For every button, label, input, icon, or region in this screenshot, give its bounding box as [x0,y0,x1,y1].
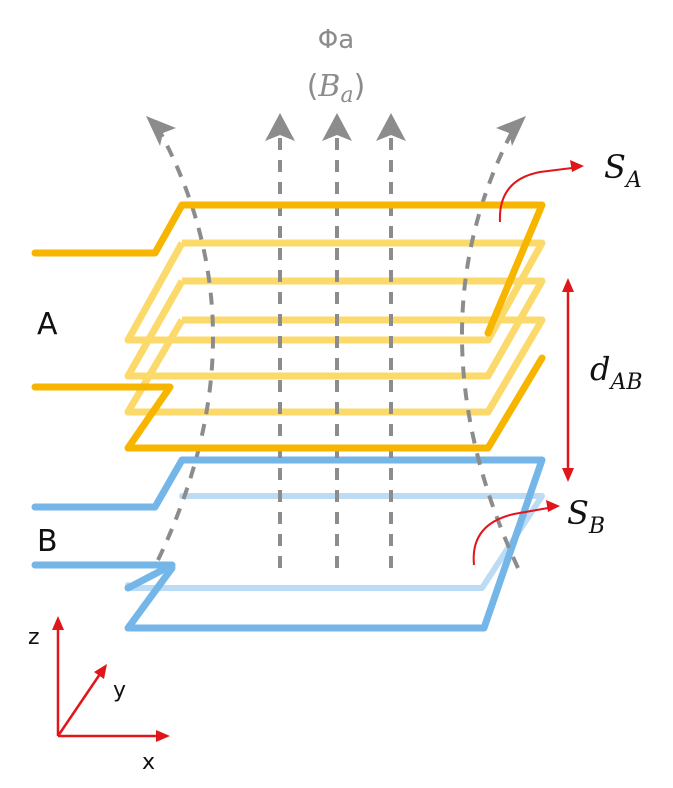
distance-indicator: dAB [562,278,643,482]
flux-arrowhead-1 [265,113,295,141]
x-axis-arrowhead [156,730,170,742]
flux-label: Φa [318,25,354,55]
surface-b-arrow [472,507,549,566]
coordinate-axes [52,616,170,742]
z-axis-label: z [28,625,40,650]
flux-arrowhead-3 [376,113,406,141]
distance-arrowhead-bottom [562,468,574,482]
surface-a-arrow [498,167,573,223]
y-axis-arrowhead [94,664,107,679]
coil-b [31,456,546,632]
flux-arrowhead-4 [146,116,176,146]
coil-b-label: B [37,524,58,559]
coil-a-front [31,201,546,452]
y-axis-label: y [113,678,126,703]
flux-field-label: (Ba) [307,69,366,108]
distance-label: dAB [590,350,643,395]
y-axis [56,673,102,737]
coil-a [124,239,546,416]
coil-a-turn-4 [124,316,546,416]
surface-b-label: SB [567,494,605,539]
flux-arrowhead-2 [322,113,352,141]
coil-a-label: A [37,307,58,342]
z-axis-arrowhead [52,616,64,630]
coil-a-lead-upper [31,201,546,337]
coil-a-turn-2 [124,239,546,344]
flux-arrowheads [146,113,526,146]
surface-b-indicator: SB [472,494,605,566]
coil-b-loop-front [31,456,546,632]
x-axis-label: x [142,750,155,775]
flux-lines [156,127,520,569]
coil-b-lead-lower [31,561,176,592]
flux-line-outer-right [460,127,520,569]
coil-a-turn-3 [124,277,546,380]
surface-a-arrowhead [570,160,584,172]
surface-b-arrowhead [546,500,560,512]
coil-a-lead-lower [31,354,546,452]
flux-arrowhead-5 [496,116,526,146]
surface-a-indicator: SA [498,148,642,223]
distance-arrowhead-top [562,278,574,292]
flux-line-outer-left [156,127,215,561]
surface-a-label: SA [604,148,642,193]
